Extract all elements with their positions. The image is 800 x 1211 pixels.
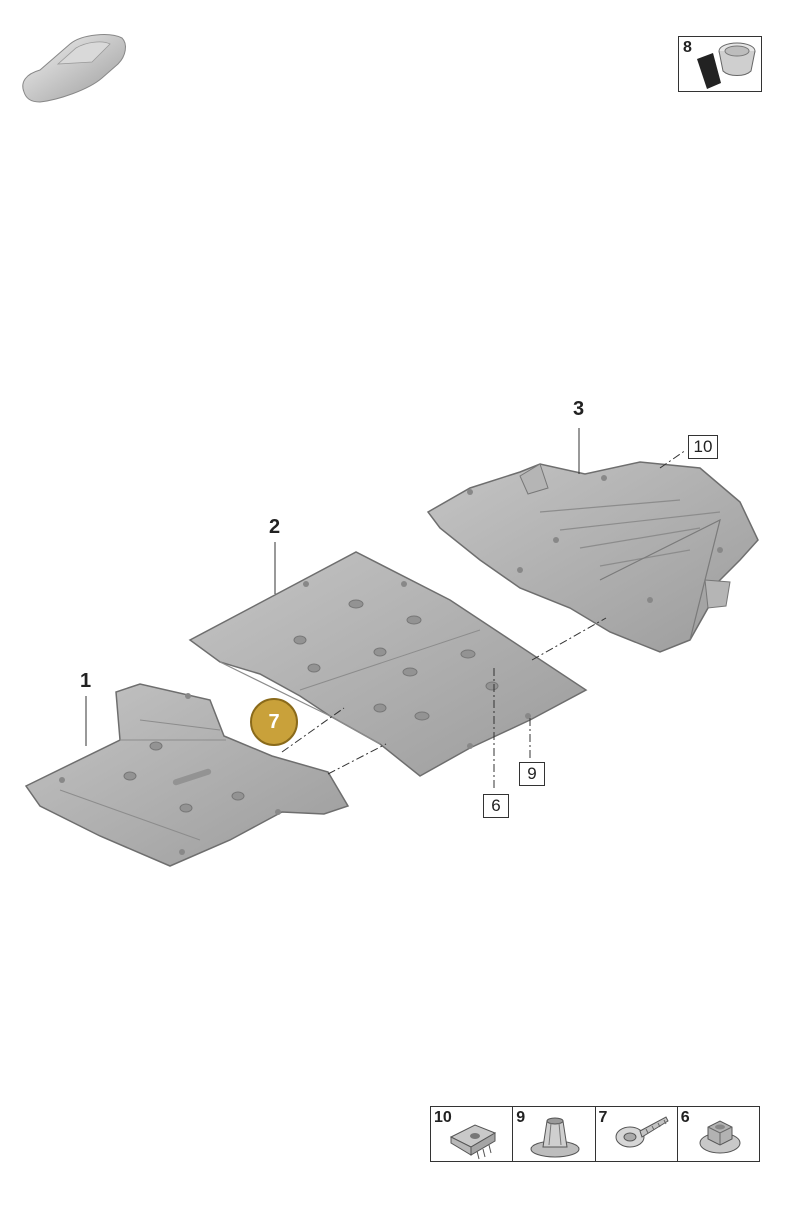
legend-number: 6: [680, 1109, 690, 1126]
edge-protector-icon: [697, 42, 756, 89]
leader-lines: [85, 428, 580, 746]
legend-cell-6[interactable]: 6: [678, 1107, 759, 1161]
legend-cell-10[interactable]: 10: [431, 1107, 514, 1161]
underbody-panel-front[interactable]: [24, 683, 350, 867]
expansion-nut-icon: [530, 1117, 580, 1158]
inset-part-number: 8: [683, 39, 692, 56]
legend-cell-7[interactable]: 7: [596, 1107, 678, 1161]
callout-part-3[interactable]: 3: [573, 398, 585, 420]
legend-number: 10: [434, 1109, 452, 1126]
label-part-9[interactable]: 9: [519, 762, 545, 786]
flange-nut-icon: [699, 1120, 741, 1154]
fastener-legend-strip: 10 9 7 6: [430, 1106, 760, 1162]
underbody-panels-diagram: [24, 428, 759, 867]
label-part-6[interactable]: 6: [483, 794, 509, 818]
legend-number: 9: [516, 1109, 526, 1126]
legend-cell-9[interactable]: 9: [513, 1107, 596, 1161]
callout-part-2[interactable]: 2: [269, 516, 281, 538]
highlighted-callout-part-7[interactable]: 7: [250, 698, 298, 746]
clip-nut-icon: [449, 1124, 497, 1160]
inset-part-8[interactable]: 8: [678, 36, 762, 92]
underbody-panel-rear[interactable]: [426, 461, 759, 653]
tapping-screw-icon: [615, 1116, 669, 1148]
legend-number: 7: [598, 1109, 608, 1126]
label-part-10[interactable]: 10: [688, 435, 718, 459]
callout-part-1[interactable]: 1: [80, 670, 92, 692]
underbody-panel-center[interactable]: [188, 551, 588, 777]
vehicle-silhouette-icon: [22, 34, 126, 103]
alignment-lines: [281, 449, 687, 790]
